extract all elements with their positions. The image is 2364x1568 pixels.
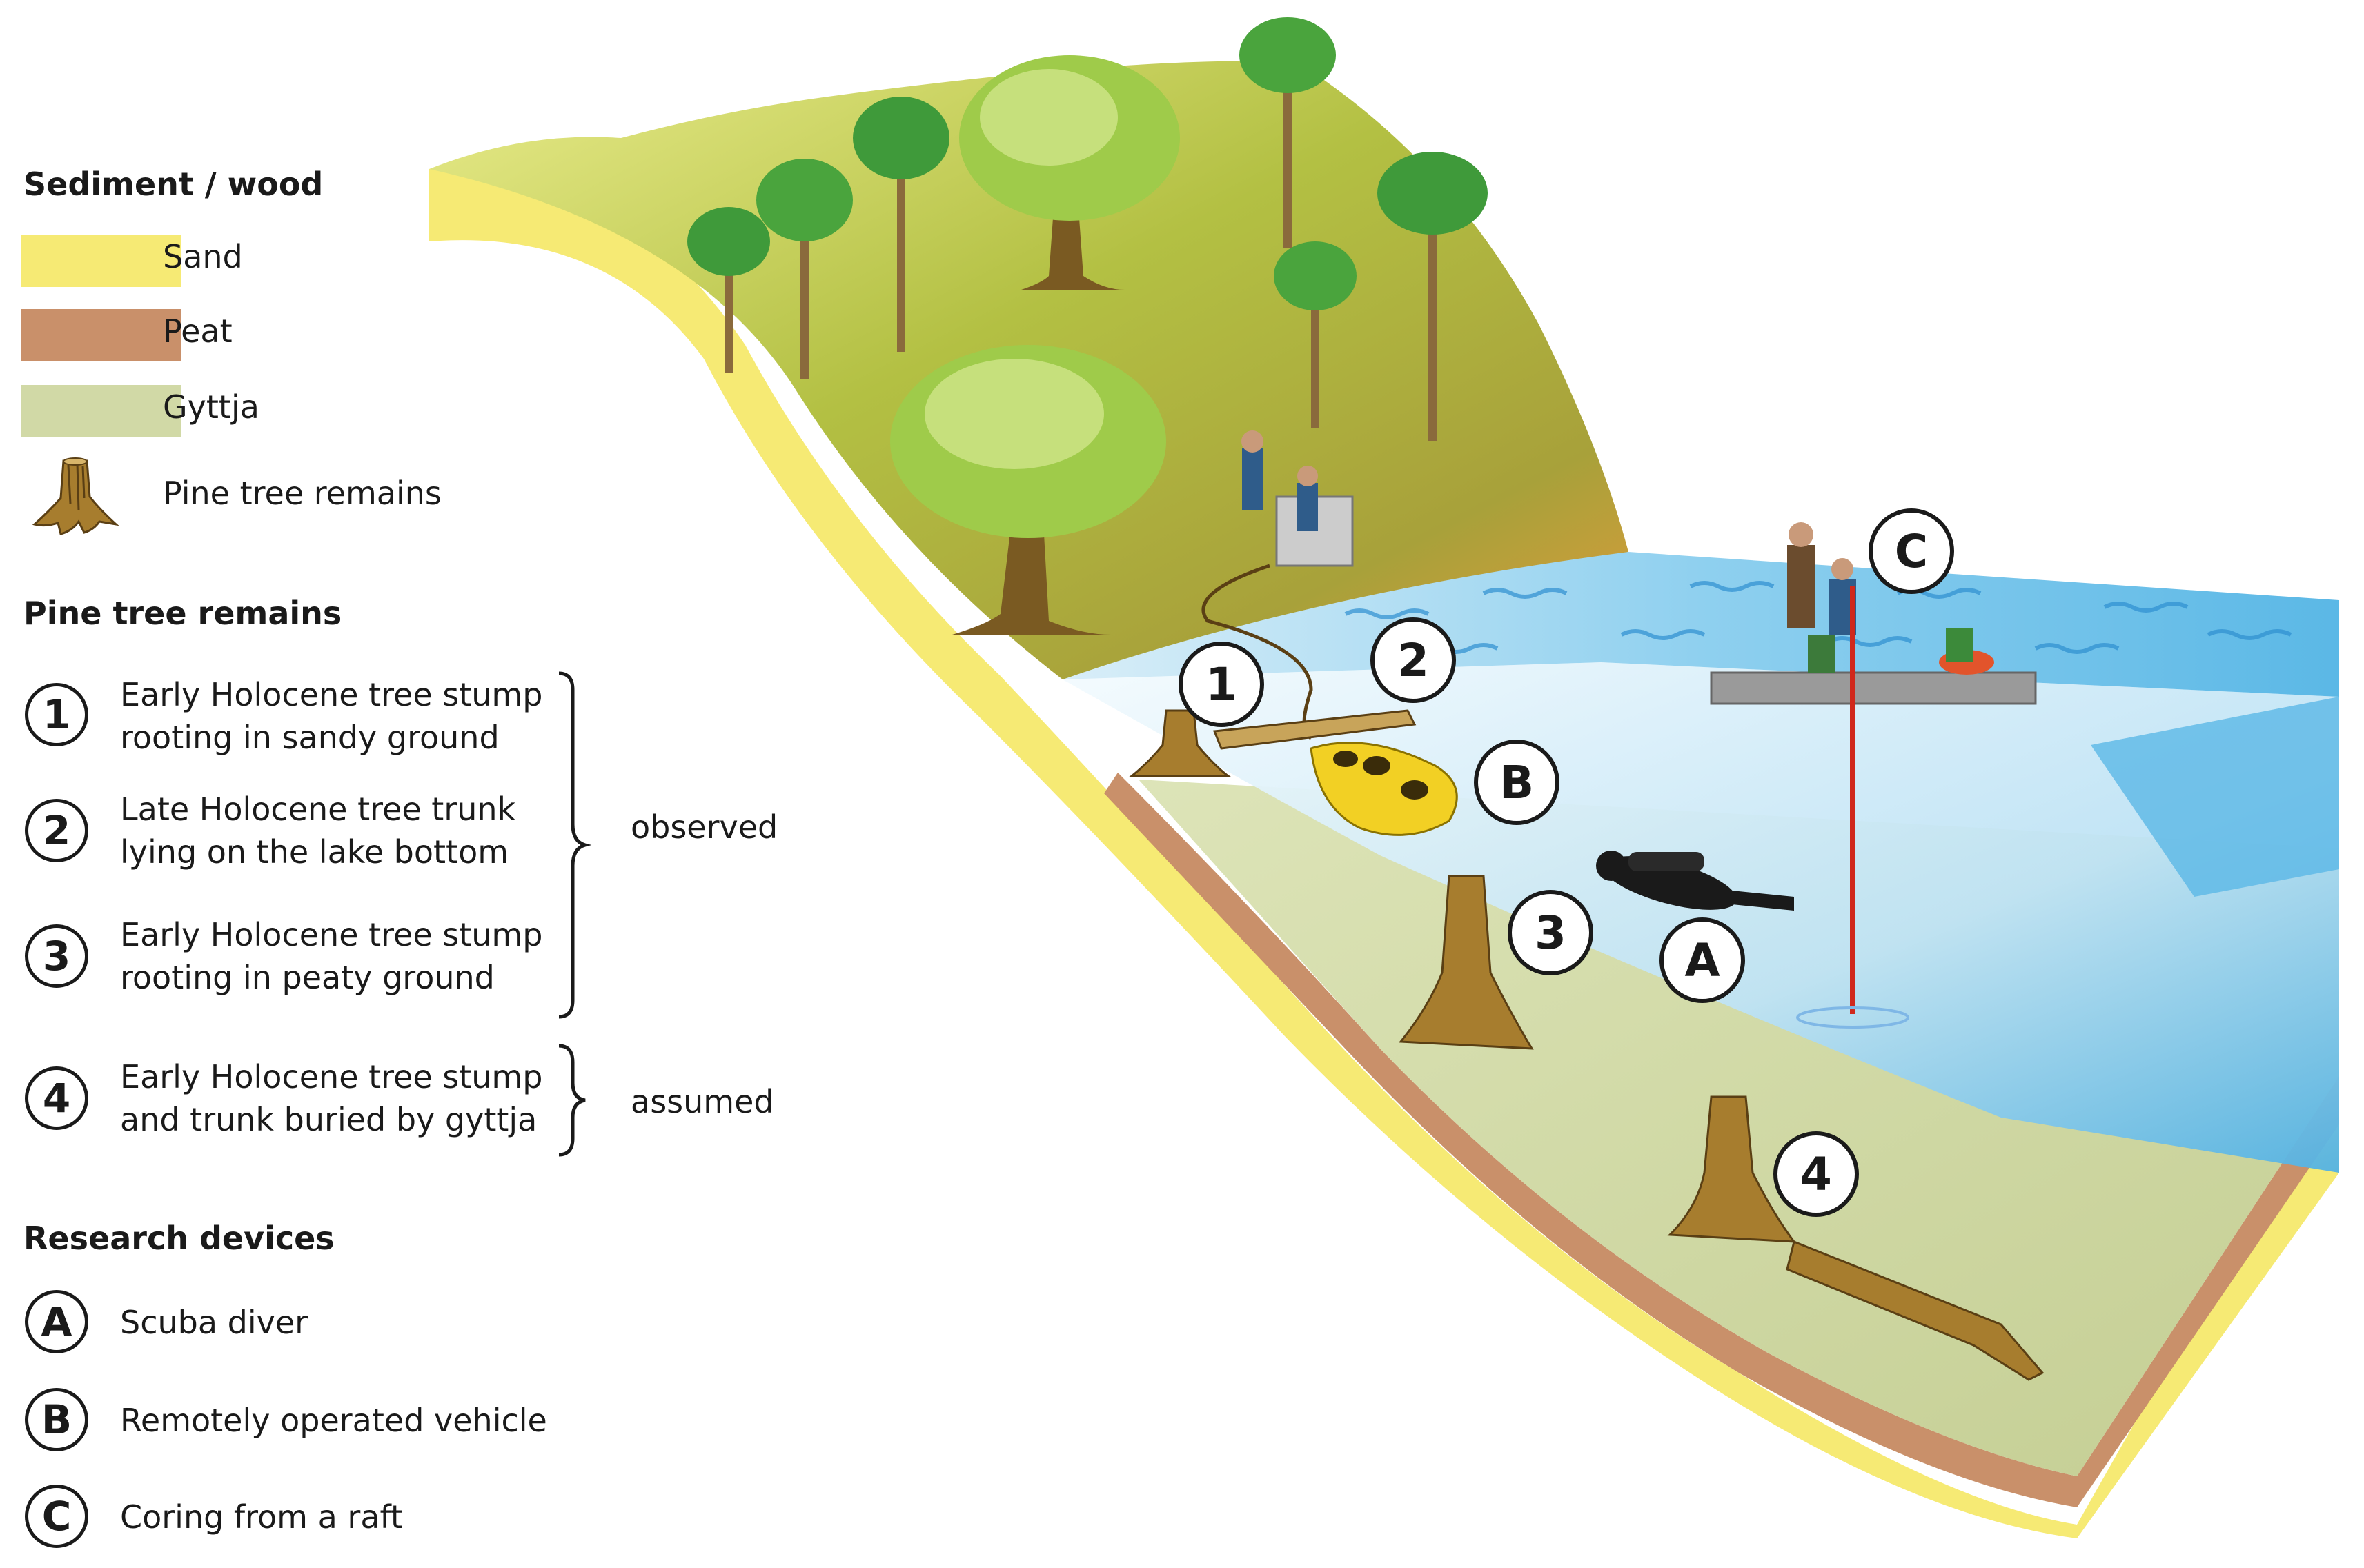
device-a-marker: A bbox=[25, 1290, 88, 1353]
peat-layer bbox=[1104, 773, 2339, 1507]
water-side-face bbox=[2091, 697, 2339, 897]
coring-raft bbox=[1710, 522, 2037, 705]
sediment-heading: Sediment / wood bbox=[23, 166, 324, 203]
pine-stump-icon bbox=[32, 457, 119, 535]
remains-3-marker: 3 bbox=[25, 924, 88, 988]
peat-swatch bbox=[21, 309, 181, 361]
scene-marker-2: 2 bbox=[1370, 617, 1456, 703]
gyttja-swatch bbox=[21, 385, 181, 437]
scene-marker-b: B bbox=[1474, 740, 1559, 825]
trunk-2 bbox=[1212, 709, 1417, 750]
scene-marker-a: A bbox=[1659, 917, 1745, 1003]
sand-label: Sand bbox=[163, 238, 243, 275]
assumed-brace bbox=[558, 1044, 586, 1157]
devices-heading: Research devices bbox=[23, 1220, 335, 1257]
remotely-operated-vehicle bbox=[1310, 742, 1458, 836]
remains-1-marker: 1 bbox=[25, 683, 88, 746]
pine-trees bbox=[687, 17, 1488, 441]
device-c-label: Coring from a raft bbox=[120, 1498, 403, 1536]
device-c-marker: C bbox=[25, 1485, 88, 1548]
stump-3 bbox=[1399, 875, 1534, 1050]
observed-brace bbox=[558, 671, 592, 1019]
device-b-label: Remotely operated vehicle bbox=[120, 1402, 547, 1439]
observed-label: observed bbox=[631, 808, 778, 846]
device-a-label: Scuba diver bbox=[120, 1304, 308, 1341]
peat-label: Peat bbox=[163, 312, 233, 350]
scene-marker-1: 1 bbox=[1179, 642, 1264, 727]
remains-4-marker: 4 bbox=[25, 1066, 88, 1130]
legend-panel: Sediment / wood Sand Peat Gyttja Pine tr… bbox=[0, 0, 828, 1568]
sand-swatch bbox=[21, 235, 181, 287]
assumed-label: assumed bbox=[631, 1083, 774, 1120]
remains-2-marker: 2 bbox=[25, 799, 88, 862]
buried-trunk-4 bbox=[1786, 1240, 2045, 1381]
scene-marker-c: C bbox=[1869, 508, 1954, 594]
shore-researchers bbox=[1241, 430, 1354, 567]
scuba-diver bbox=[1596, 851, 1794, 911]
scene-marker-3: 3 bbox=[1508, 890, 1593, 975]
scene-marker-4: 4 bbox=[1773, 1131, 1859, 1217]
stump-1 bbox=[1128, 709, 1232, 777]
remains-heading: Pine tree remains bbox=[23, 595, 342, 632]
rov-tether bbox=[1201, 564, 1313, 740]
broadleaf-trees bbox=[890, 55, 1180, 635]
gyttja-label: Gyttja bbox=[163, 388, 259, 426]
device-b-marker: B bbox=[25, 1388, 88, 1451]
pine-remains-legend-label: Pine tree remains bbox=[163, 475, 442, 512]
